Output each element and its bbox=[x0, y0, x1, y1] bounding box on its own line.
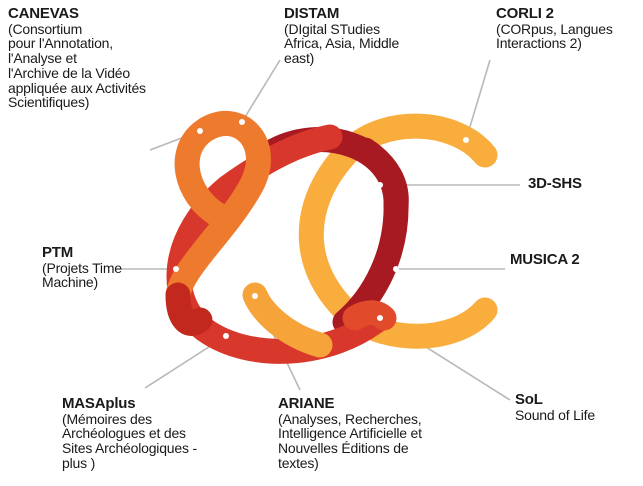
label-masaplus: MASAplus (Mémoires des Archéologues et d… bbox=[62, 396, 197, 471]
dot-distam bbox=[239, 119, 245, 125]
dot-corli bbox=[463, 137, 469, 143]
loop-red-lower bbox=[165, 282, 213, 336]
label-sol-title: SoL bbox=[515, 391, 543, 408]
label-distam-title: DISTAM bbox=[284, 5, 340, 22]
loop-dark-red-front bbox=[352, 137, 409, 218]
dot-sol bbox=[377, 315, 383, 321]
label-corli-desc: (CORpus, Langues Interactions 2) bbox=[496, 20, 613, 52]
label-masaplus-desc: (Mémoires des Archéologues et des Sites … bbox=[62, 410, 197, 471]
dot-3dshs bbox=[377, 182, 383, 188]
label-corli: CORLI 2 (CORpus, Langues Interactions 2) bbox=[496, 6, 613, 51]
label-ptm: PTM (Projets Time Machine) bbox=[42, 245, 122, 290]
label-distam: DISTAM (DIgital STudies Africa, Asia, Mi… bbox=[284, 6, 399, 66]
label-sol-desc: Sound of Life bbox=[515, 406, 595, 423]
label-canevas-desc: (Consortium pour l'Annotation, l'Analyse… bbox=[8, 20, 146, 111]
label-musica-title: MUSICA 2 bbox=[510, 251, 580, 268]
label-canevas: CANEVAS (Consortium pour l'Annotation, l… bbox=[8, 6, 146, 110]
label-sol: SoL Sound of Life bbox=[515, 392, 595, 422]
dot-musica bbox=[393, 266, 399, 272]
dot-ptm bbox=[173, 266, 179, 272]
label-masaplus-title: MASAplus bbox=[62, 395, 136, 412]
loop-orange-tail bbox=[242, 282, 333, 358]
dot-ariane bbox=[252, 293, 258, 299]
anchor-dots bbox=[173, 119, 469, 339]
leader-distam bbox=[241, 59, 281, 123]
label-musica: MUSICA 2 bbox=[510, 252, 580, 268]
dot-masaplus bbox=[223, 333, 229, 339]
dot-canevas bbox=[197, 128, 203, 134]
label-ptm-desc: (Projets Time Machine) bbox=[42, 259, 122, 291]
label-ariane-desc: (Analyses, Recherches, Intelligence Arti… bbox=[278, 410, 422, 471]
label-ariane: ARIANE (Analyses, Recherches, Intelligen… bbox=[278, 396, 422, 471]
loop-c-arc bbox=[298, 113, 498, 349]
label-3dshs-title: 3D-SHS bbox=[528, 175, 582, 192]
label-canevas-title: CANEVAS bbox=[8, 5, 79, 22]
leader-corli bbox=[465, 59, 491, 141]
label-ptm-title: PTM bbox=[42, 244, 74, 261]
label-corli-title: CORLI 2 bbox=[496, 5, 554, 22]
label-ariane-title: ARIANE bbox=[278, 395, 335, 412]
label-3dshs: 3D-SHS bbox=[528, 176, 582, 192]
loop-orange-arc bbox=[165, 111, 271, 308]
label-distam-desc: (DIgital STudies Africa, Asia, Middle ea… bbox=[284, 20, 400, 67]
